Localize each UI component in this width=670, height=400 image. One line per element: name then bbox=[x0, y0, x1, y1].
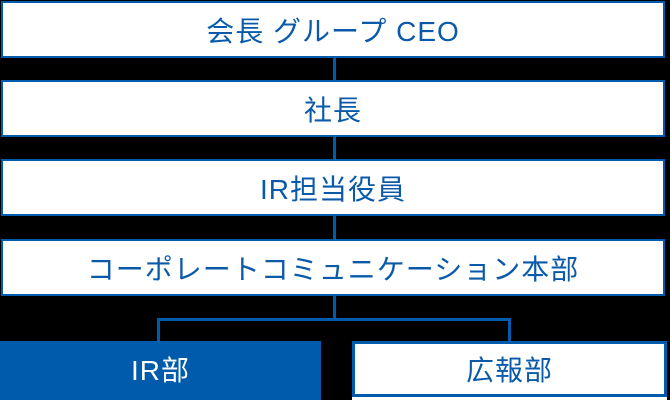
org-node-chairman-group-ceo: 会長 グループ CEO bbox=[1, 1, 665, 58]
org-node-label: 社長 bbox=[303, 94, 362, 126]
org-node-label: IR担当役員 bbox=[259, 173, 406, 205]
connector-vertical-3 bbox=[333, 216, 336, 239]
org-node-ir-department-highlighted: IR部 bbox=[0, 341, 321, 400]
org-node-label: IR部 bbox=[130, 354, 190, 386]
org-node-pr-border: 広報部 bbox=[352, 341, 667, 397]
connector-vertical-4 bbox=[333, 296, 336, 318]
connector-branch-left bbox=[157, 318, 160, 341]
connector-vertical-2 bbox=[333, 137, 336, 159]
connector-vertical-1 bbox=[333, 58, 336, 80]
org-node-corporate-communication-division: コーポレートコミュニケーション本部 bbox=[1, 239, 665, 296]
connector-branch-right bbox=[508, 318, 511, 341]
org-node-label: 広報部 bbox=[465, 355, 553, 386]
org-node-president: 社長 bbox=[1, 80, 665, 137]
org-node-ir-officer: IR担当役員 bbox=[1, 159, 665, 216]
connector-branch-horizontal bbox=[157, 318, 511, 321]
org-node-label: コーポレートコミュニケーション本部 bbox=[86, 253, 580, 285]
org-node-pr-department: 広報部 bbox=[352, 341, 667, 400]
org-node-label: 会長 グループ CEO bbox=[206, 15, 460, 47]
